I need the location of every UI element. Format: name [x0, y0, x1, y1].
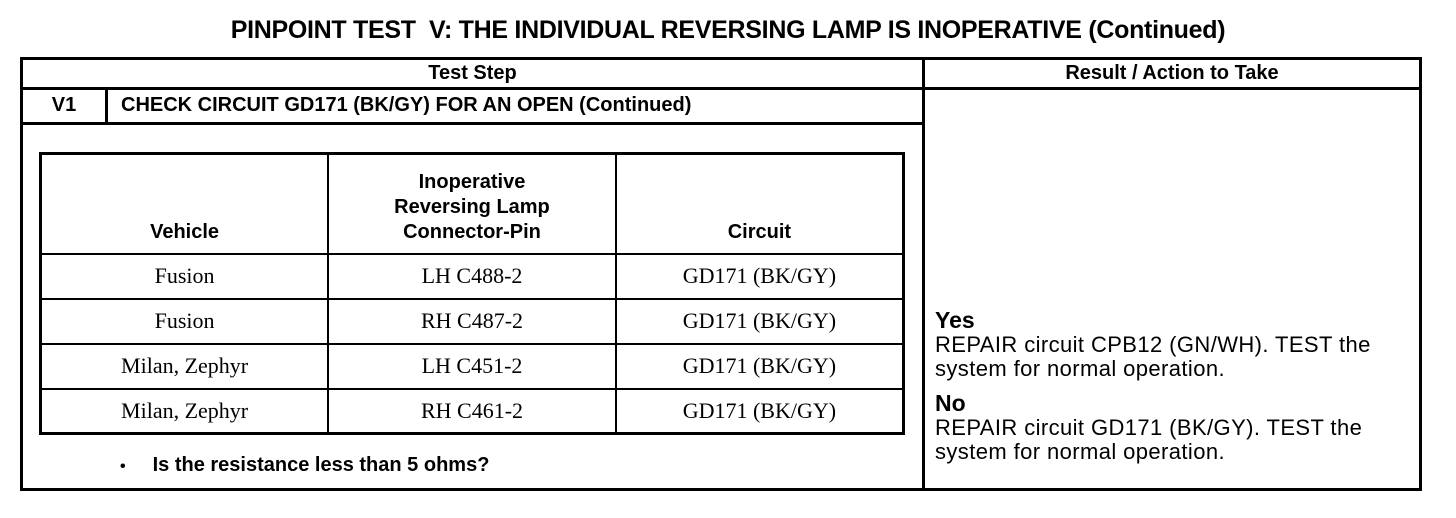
step-id: V1: [23, 90, 108, 122]
step-content: Vehicle Inoperative Reversing Lamp Conne…: [23, 125, 922, 488]
cell-circuit: GD171 (BK/GY): [614, 252, 905, 300]
result-yes-label: Yes: [935, 307, 975, 333]
inner-header-vehicle: Vehicle: [39, 152, 330, 255]
column-header-test-step: Test Step: [23, 60, 925, 87]
cell-circuit: GD171 (BK/GY): [614, 387, 905, 435]
column-header-result-action: Result / Action to Take: [1065, 62, 1279, 84]
page-title: PINPOINT TEST V: THE INDIVIDUAL REVERSIN…: [230, 16, 1226, 44]
cell-vehicle: Fusion: [39, 297, 330, 345]
test-question-text: Is the resistance less than 5 ohms?: [152, 454, 490, 476]
step-header-row: V1 CHECK CIRCUIT GD171 (BK/GY) FOR AN OP…: [23, 90, 922, 125]
result-yes-action: REPAIR circuit CPB12 (GN/WH). TEST the s…: [935, 332, 1371, 381]
result-yes-block: Yes REPAIR circuit CPB12 (GN/WH). TEST t…: [935, 307, 1409, 381]
cell-circuit: GD171 (BK/GY): [614, 297, 905, 345]
table-row: Fusion RH C487-2 GD171 (BK/GY): [39, 297, 905, 345]
cell-connector-pin: RH C461-2: [327, 387, 617, 435]
table-row: Milan, Zephyr LH C451-2 GD171 (BK/GY): [39, 342, 905, 390]
cell-vehicle: Milan, Zephyr: [39, 387, 330, 435]
bullet-icon: •: [120, 458, 126, 475]
table-body-row: V1 CHECK CIRCUIT GD171 (BK/GY) FOR AN OP…: [23, 90, 1419, 488]
cell-vehicle: Milan, Zephyr: [39, 342, 330, 390]
cell-connector-pin: LH C488-2: [327, 252, 617, 300]
cell-circuit: GD171 (BK/GY): [614, 342, 905, 390]
table-row: Fusion LH C488-2 GD171 (BK/GY): [39, 252, 905, 300]
inner-header-connector-pin: Inoperative Reversing Lamp Connector-Pin: [327, 152, 617, 255]
cell-connector-pin: LH C451-2: [327, 342, 617, 390]
step-title: CHECK CIRCUIT GD171 (BK/GY) FOR AN OPEN …: [121, 94, 692, 116]
vehicle-circuit-table: Vehicle Inoperative Reversing Lamp Conne…: [39, 152, 905, 435]
test-step-column: V1 CHECK CIRCUIT GD171 (BK/GY) FOR AN OP…: [23, 90, 925, 488]
inner-table-header-row: Vehicle Inoperative Reversing Lamp Conne…: [39, 152, 905, 255]
result-no-action: REPAIR circuit GD171 (BK/GY). TEST the s…: [935, 415, 1363, 464]
table-header-row: Test Step Result / Action to Take: [23, 60, 1419, 90]
pinpoint-test-table: Test Step Result / Action to Take V1 CHE…: [20, 57, 1422, 491]
cell-vehicle: Fusion: [39, 252, 330, 300]
test-question: • Is the resistance less than 5 ohms?: [120, 454, 489, 477]
table-row: Milan, Zephyr RH C461-2 GD171 (BK/GY): [39, 387, 905, 435]
result-action-column: Yes REPAIR circuit CPB12 (GN/WH). TEST t…: [925, 90, 1419, 488]
result-no-label: No: [935, 390, 966, 416]
inner-header-circuit: Circuit: [614, 152, 905, 255]
cell-connector-pin: RH C487-2: [327, 297, 617, 345]
result-no-block: No REPAIR circuit GD171 (BK/GY). TEST th…: [935, 390, 1409, 464]
